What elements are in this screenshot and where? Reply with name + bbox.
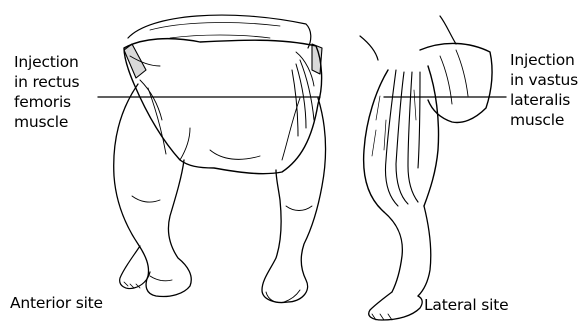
rectus-label-line-2: in rectus (14, 72, 79, 92)
anterior-infant-legs-drawing (114, 15, 326, 302)
lateral-lower-leg (384, 206, 431, 296)
lateral-toes (372, 314, 392, 320)
rectus-label-line-4: muscle (14, 112, 79, 132)
lateral-infant-leg-drawing (360, 16, 492, 320)
lateral-diaper-folds (440, 50, 468, 104)
anterior-skin-folds (150, 23, 280, 38)
lateral-vastus-muscle (386, 70, 421, 206)
anterior-right-thigh-muscle (292, 60, 314, 136)
anterior-left-thigh-muscle (148, 88, 166, 154)
rectus-label-line-1: Injection (14, 52, 79, 72)
anterior-site-caption: Anterior site (10, 293, 103, 313)
rectus-label-line-3: femoris (14, 92, 79, 112)
anterior-diaper-tab-left (124, 44, 146, 78)
anterior-right-knee (286, 206, 312, 211)
lateral-torso-outline (360, 16, 456, 60)
anterior-right-leg (262, 98, 325, 303)
anterior-left-leg-knee (132, 196, 172, 281)
lateral-diaper (420, 43, 492, 122)
vastus-label-line-1: Injection (510, 50, 578, 70)
anterior-left-leg (114, 84, 192, 297)
anterior-torso-outline (128, 15, 311, 48)
anterior-diaper-folds (130, 52, 314, 160)
vastus-label-line-4: muscle (510, 110, 578, 130)
vastus-label-line-3: lateralis (510, 90, 578, 110)
vastus-lateralis-injection-label: Injection in vastus lateralis muscle (510, 50, 578, 130)
anterior-diaper-tab-right (312, 44, 322, 74)
rectus-femoris-injection-label: Injection in rectus femoris muscle (14, 52, 79, 132)
anterior-diaper (124, 39, 322, 174)
lateral-foot (369, 292, 422, 320)
lateral-site-caption: Lateral site (424, 295, 508, 315)
vastus-label-line-2: in vastus (510, 70, 578, 90)
